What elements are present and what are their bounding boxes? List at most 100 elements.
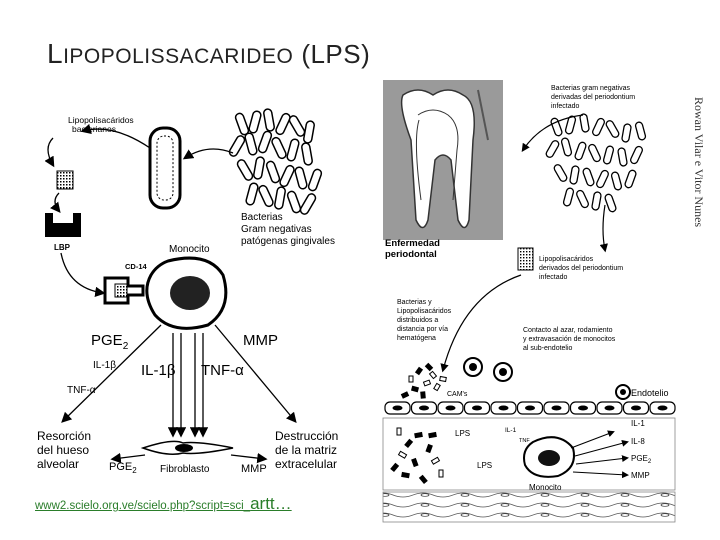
bacterium-rod: [271, 136, 287, 160]
contact-label-1: Contacto al azar, rodamiento: [523, 327, 613, 334]
source-url[interactable]: www2.scielo.org.ve/scielo.php?script=sci…: [35, 500, 251, 512]
bacterium-rod: [288, 115, 306, 137]
bacterium-rod: [610, 171, 623, 191]
tissue-lps-particle: [414, 431, 423, 439]
periodontal-disease-figure: Enfermedad periodontal Bacterias gram ne…: [373, 80, 685, 523]
tnfa-small-label: TNF-α: [67, 385, 96, 396]
disease-label-1: Enfermedad: [385, 238, 440, 249]
circulating-particle: [428, 370, 438, 380]
endothelial-nucleus: [498, 405, 509, 411]
il1-label: IL-1: [505, 427, 517, 434]
bacterium-rod: [617, 147, 628, 167]
monocyte-right-label: Monocito: [529, 483, 562, 492]
source-link[interactable]: www2.scielo.org.ve/scielo.php?script=sci…: [35, 494, 292, 514]
author-credit: Rowan Vilar e Vitor Nunes: [688, 97, 710, 427]
lbp-label: LBP: [54, 243, 71, 252]
tnf-label: TNF: [519, 438, 530, 444]
bacterium-rod: [602, 145, 615, 165]
circulating-particle: [400, 391, 410, 399]
slide-title: LIPOPOLISSACARIDEO(LPS): [47, 38, 370, 70]
bacterium-rod: [244, 132, 258, 156]
bacterium-rod: [228, 135, 246, 157]
circulating-particle: [424, 362, 434, 372]
arrow-capsule-to-lipo: [80, 123, 151, 149]
bacterium-rod: [236, 159, 254, 181]
bacterium-rod: [634, 121, 647, 141]
cd14-label: CD-14: [125, 262, 148, 271]
bacterium-rod: [621, 123, 632, 143]
destruction-label-2: de la matriz: [275, 443, 337, 457]
bacterium-rod: [588, 143, 601, 163]
lps-pathway-figure: Lipopolisacáridos bacterianos LBP Bacter…: [33, 103, 345, 483]
destruction-label-3: extracelular: [275, 457, 337, 471]
circulating-particle: [420, 391, 426, 399]
bacterium-rod: [253, 156, 265, 180]
tissue-lps-particle: [396, 427, 402, 436]
il8-label: IL-8: [631, 437, 645, 446]
endothelial-layer: [384, 401, 676, 415]
tissue-lps-particle: [425, 443, 433, 454]
bacterium-rod: [596, 169, 609, 189]
arrow-to-destruction: [214, 324, 297, 423]
tooth-pulp: [415, 109, 459, 201]
circulating-particles: [400, 362, 447, 399]
bacterium-rod: [286, 190, 302, 214]
il1b-big-label: IL-1β: [141, 362, 176, 379]
dist-label-3: distribuidos a: [397, 317, 438, 324]
bacterium-rod: [257, 130, 273, 154]
dist-label-1: Bacterias y: [397, 299, 432, 306]
bacteria-label-3: patógenas gingivales: [241, 236, 335, 247]
bacterium-rod: [301, 142, 313, 166]
bacterium-rod: [275, 112, 291, 136]
bact-label-1: Bacterias gram negativas: [551, 85, 630, 92]
bacterium-rod: [569, 165, 580, 185]
tissue-lps-particle: [428, 431, 437, 439]
circulating-particle: [439, 375, 447, 383]
endothelium-label: Endotelio: [631, 388, 669, 398]
contact-label-2: y extravasación de monocitos: [523, 336, 616, 343]
endothelial-nucleus: [604, 405, 615, 411]
arrow-fibroblast-right: [230, 452, 268, 464]
pge2-right-label: PGE2: [631, 454, 652, 465]
bacterium-rod: [294, 166, 308, 190]
bacterium-rod: [303, 120, 315, 144]
tissue-lps-particle: [418, 474, 428, 485]
tissue-lps-particle: [404, 438, 414, 449]
source-url-suffix[interactable]: artt…: [250, 494, 292, 513]
lipo-label-right-3: infectado: [539, 274, 568, 281]
arrow-fibroblast-left: [110, 452, 146, 464]
lipo-label-1: Lipopolisacáridos: [68, 115, 134, 125]
arrow-to-resorption: [61, 324, 162, 423]
connective-tissue-fibers: [382, 491, 676, 523]
bacterium-rod: [245, 182, 259, 206]
bacterium-rod: [582, 167, 595, 187]
tnfa-big-label: TNF-α: [201, 362, 244, 379]
contact-label-3: al sub-endotelio: [523, 345, 573, 352]
title-acronym: (LPS): [301, 39, 371, 69]
bacterium-rod: [592, 117, 605, 137]
il1b-small-label: IL-1β: [93, 360, 116, 371]
fibroblast-nucleus: [175, 444, 193, 452]
lps-molecule: [56, 170, 74, 190]
bacteria-label-1: Bacterias: [241, 212, 283, 223]
bacterium-rod: [248, 110, 262, 134]
endothelial-nucleus: [445, 405, 456, 411]
lps-label-2: LPS: [477, 461, 492, 470]
bacterium-rod: [630, 145, 643, 165]
resorption-label-3: alveolar: [37, 457, 79, 471]
arrow-bacteria-to-capsule: [182, 148, 234, 160]
bacteria-label-2: Gram negativas: [241, 224, 312, 235]
bacterium-rod: [591, 191, 602, 211]
mmp-right-label: MMP: [631, 471, 650, 480]
circulating-monocyte-2-nucleus: [499, 368, 507, 376]
resorption-label-1: Resorción: [37, 429, 91, 443]
cams-label: CAM's: [447, 391, 468, 398]
arrow-lbp-to-cd14: [60, 252, 106, 298]
dist-label-2: Lipopolisacáridos: [397, 308, 452, 315]
bacterium-rod: [299, 193, 317, 215]
bacterium-rod: [604, 193, 617, 213]
circulating-particle: [414, 366, 424, 376]
arrow-block-to-lbp: [50, 192, 61, 214]
bacterium-rod: [258, 184, 274, 208]
pge2-label: PGE2: [91, 332, 129, 352]
